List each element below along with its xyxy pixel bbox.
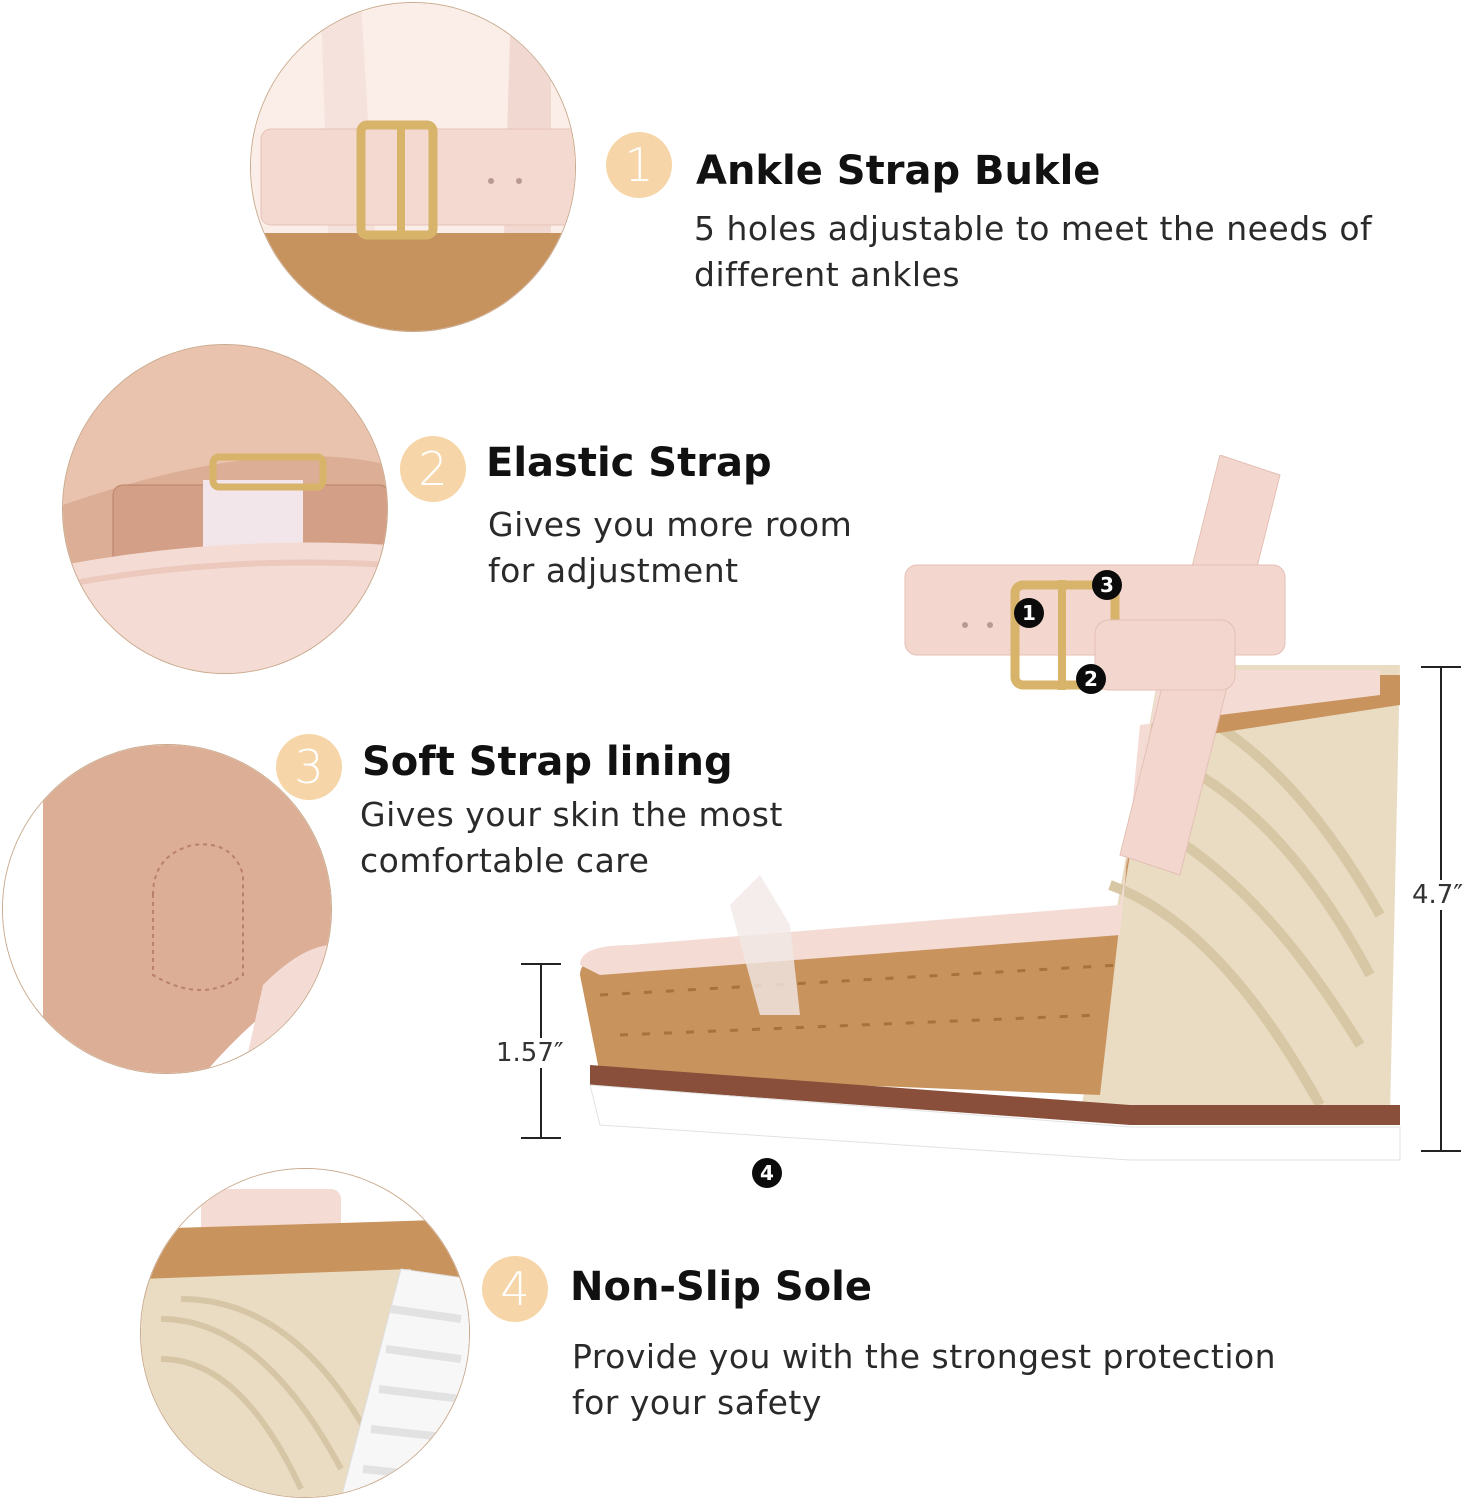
description-line: Gives your skin the most: [360, 795, 783, 834]
wedge-sandal-illustration: [580, 455, 1401, 1161]
feature-description: Gives your skin the most comfortable car…: [360, 792, 783, 884]
sole-closeup-illustration: [141, 1169, 469, 1497]
buckle-closeup-illustration: [251, 3, 575, 331]
callout-marker: 2: [1076, 664, 1106, 694]
elastic-strap-illustration: [63, 345, 387, 673]
description-line: for adjustment: [488, 551, 739, 590]
feature-description: Gives you more room for adjustment: [488, 502, 852, 594]
feature-description: Provide you with the strongest protectio…: [572, 1334, 1276, 1426]
feature-number-badge: 1: [606, 132, 672, 198]
feature-number-badge: 2: [400, 436, 466, 502]
feature-number-badge: 4: [482, 1256, 548, 1322]
detail-photo-strap-lining: [2, 744, 332, 1074]
description-line: for your safety: [572, 1383, 822, 1422]
detail-photo-sole: [140, 1168, 470, 1498]
heel-height-label: 4.7″: [1412, 880, 1464, 910]
feature-title: Ankle Strap Bukle: [696, 148, 1101, 194]
detail-photo-elastic-strap: [62, 344, 388, 674]
description-line: Provide you with the strongest protectio…: [572, 1337, 1277, 1376]
feature-number-badge: 3: [276, 734, 342, 800]
callout-marker: 1: [1014, 598, 1044, 628]
detail-photo-buckle: [250, 2, 576, 332]
strap-lining-illustration: [3, 745, 331, 1073]
feature-description: 5 holes adjustable to meet the needs of …: [694, 206, 1372, 298]
description-line: Gives you more room: [488, 505, 853, 544]
callout-marker: 3: [1092, 570, 1122, 600]
description-line: 5 holes adjustable to meet the needs of: [694, 209, 1373, 248]
feature-title: Elastic Strap: [486, 440, 772, 486]
description-line: different ankles: [694, 255, 961, 294]
platform-height-label: 1.57″: [496, 1038, 564, 1068]
feature-title: Non-Slip Sole: [570, 1264, 872, 1310]
description-line: comfortable care: [360, 841, 650, 880]
callout-marker: 4: [752, 1158, 782, 1188]
feature-title: Soft Strap lining: [362, 739, 733, 785]
heel-height-dimension-line: [1421, 666, 1461, 1152]
